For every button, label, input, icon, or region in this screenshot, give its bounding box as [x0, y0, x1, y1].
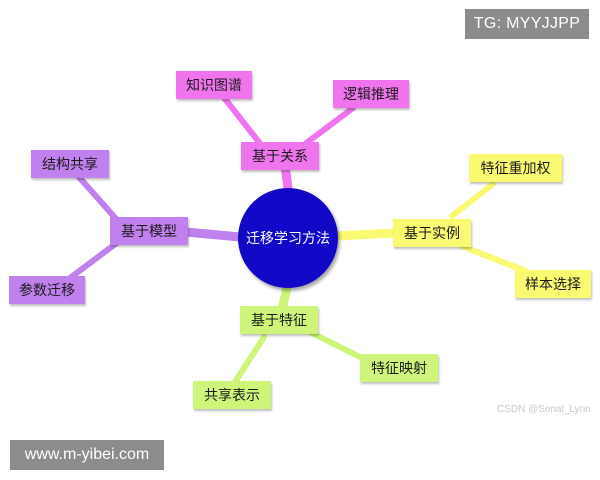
node-sample-selection: 样本选择 [515, 270, 591, 298]
node-instance-based: 基于实例 [393, 219, 471, 247]
connector-instance-feature-reweighting [449, 181, 496, 219]
node-model-based: 基于模型 [110, 217, 188, 245]
node-relation-based: 基于关系 [241, 142, 319, 170]
connector-feature-feature-mapping [303, 327, 369, 363]
node-shared-representation: 共享表示 [193, 381, 271, 409]
connector-model-parameter-transfer [67, 239, 121, 281]
connector-center-instance [331, 228, 400, 241]
node-structure-sharing: 结构共享 [31, 150, 109, 178]
connector-instance-sample-selection [459, 243, 531, 275]
source-credit: CSDN @Sonal_Lynn [497, 404, 591, 415]
connector-model-structure-sharing [75, 173, 121, 224]
node-feature-reweighting: 特征重加权 [469, 154, 562, 182]
node-feature-based: 基于特征 [240, 306, 318, 334]
connector-feature-shared-representation [232, 334, 267, 385]
node-parameter-transfer: 参数迁移 [9, 276, 85, 304]
connector-relation-knowledge-graph [219, 92, 265, 149]
node-logic-reasoning: 逻辑推理 [333, 80, 409, 108]
connector-relation-logic-reasoning [302, 105, 356, 147]
node-knowledge-graph: 知识图谱 [176, 71, 252, 99]
central-topic: 迁移学习方法 [238, 188, 338, 288]
connector-center-feature [278, 283, 292, 310]
connector-center-model [181, 227, 245, 242]
watermark-telegram: TG: MYYJJPP [465, 9, 589, 39]
watermark-website: www.m-yibei.com [10, 440, 164, 470]
node-feature-mapping: 特征映射 [360, 354, 438, 382]
